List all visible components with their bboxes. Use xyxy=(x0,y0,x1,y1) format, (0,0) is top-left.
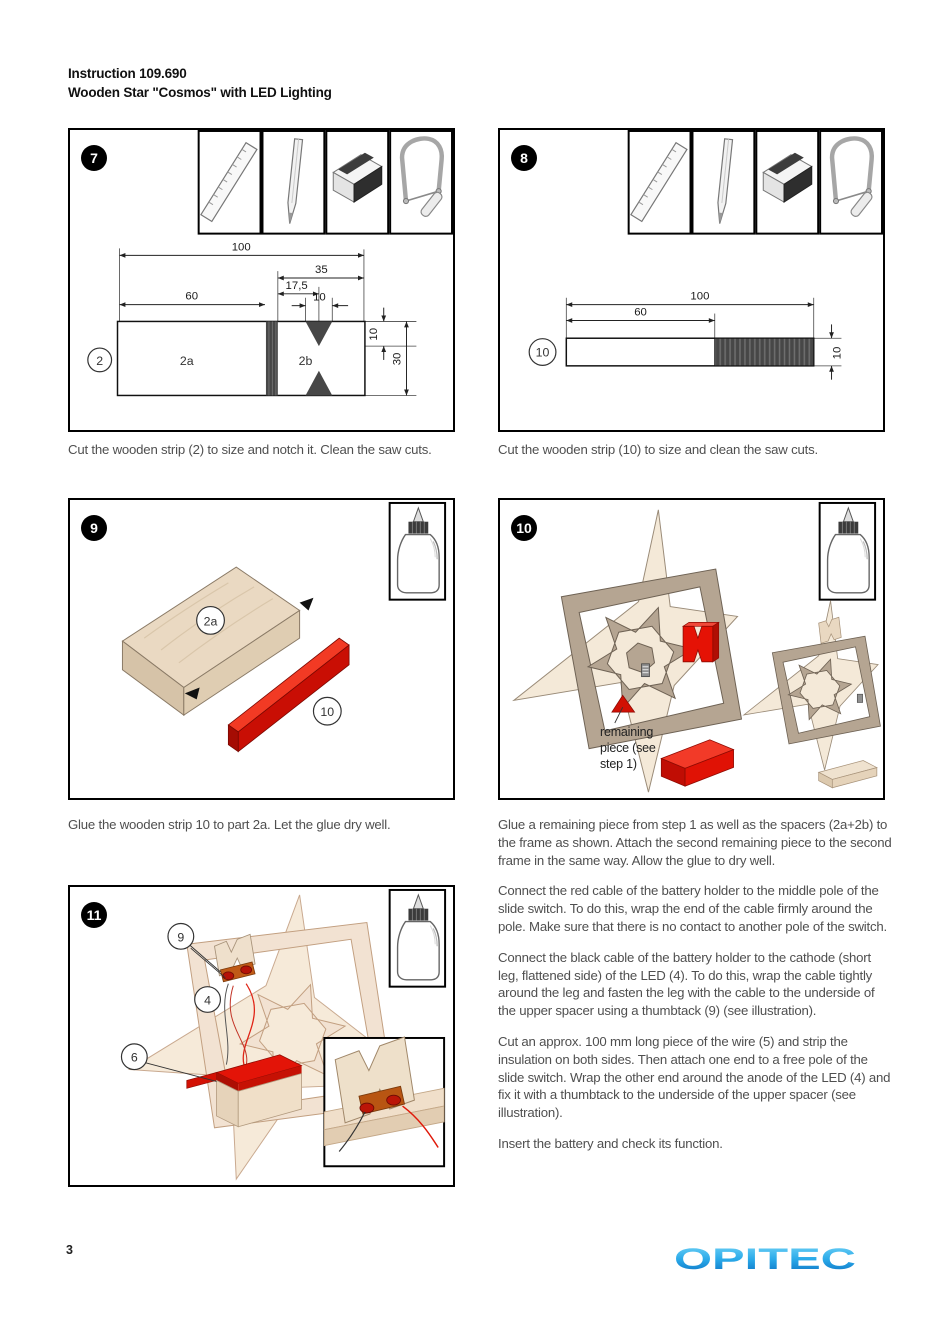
ruler-icon xyxy=(627,130,692,235)
step-number-badge: 7 xyxy=(81,145,107,171)
pencil-icon xyxy=(691,130,756,235)
step-number-badge: 9 xyxy=(81,515,107,541)
instruction-text-column: Glue a remaining piece from step 1 as we… xyxy=(498,816,892,1166)
ruler-icon xyxy=(197,130,262,235)
part-label: 2 xyxy=(96,354,103,368)
thumbtack-detail xyxy=(213,933,256,983)
second-star-frame xyxy=(742,600,881,789)
inner-star-ring xyxy=(586,606,695,710)
dim-left: 60 xyxy=(185,291,198,303)
part-label: 10 xyxy=(536,345,550,359)
red-wire xyxy=(402,1105,439,1148)
glue-bottle-icon xyxy=(388,501,447,601)
black-wire xyxy=(224,983,229,1065)
strip-part-2 xyxy=(116,320,366,397)
red-notched-spacer xyxy=(681,621,720,663)
fretsaw-icon xyxy=(390,131,452,234)
battery-holder-block xyxy=(186,1054,303,1128)
dim-total: 100 xyxy=(690,291,709,303)
step8-technical-drawing: 100 60 10 10 xyxy=(528,130,883,380)
step9-illustration: 2a 10 xyxy=(121,501,447,753)
paragraph-black-cable: Connect the black cable of the battery h… xyxy=(498,949,875,1019)
dim-notch-width: 10 xyxy=(313,292,326,304)
pencil-icon xyxy=(261,130,326,235)
brand-text: OPITEC xyxy=(674,1244,856,1274)
hatched-section xyxy=(714,337,815,367)
caption-step-9: Glue the wooden strip 10 to part 2a. Let… xyxy=(68,817,391,832)
slide-switch xyxy=(856,693,863,703)
label-circle-4 xyxy=(194,986,222,1013)
dim-left: 60 xyxy=(634,307,647,319)
dim-notch-depth: 10 xyxy=(368,328,380,341)
bottom-notch xyxy=(305,370,333,396)
sanding-block-icon xyxy=(755,130,820,235)
paragraph-glue-remaining: Glue a remaining piece from step 1 as we… xyxy=(498,817,892,868)
label-circle-2a xyxy=(196,605,225,635)
paragraph-red-cable: Connect the red cable of the battery hol… xyxy=(498,883,887,934)
step11-illustration: 9 4 6 xyxy=(120,888,447,1181)
document-header: Instruction 109.690 Wooden Star "Cosmos"… xyxy=(68,64,332,102)
caption-step-8: Cut the wooden strip (10) to size and cl… xyxy=(498,442,818,457)
sanding-block-icon xyxy=(325,130,390,235)
part-label-circle xyxy=(528,338,557,366)
detail-inset xyxy=(323,1036,446,1168)
panel-step-8: 8 100 60 xyxy=(498,128,885,432)
dim-height: 30 xyxy=(392,353,404,366)
red-strip-end xyxy=(227,724,239,753)
star-points xyxy=(127,894,426,1181)
panel-step-7: 7 100 35 xyxy=(68,128,455,432)
star-assembly xyxy=(127,894,426,1181)
section-label-2a: 2a xyxy=(180,354,194,368)
star-frame-assembly xyxy=(512,509,743,793)
label-circle-9 xyxy=(167,922,195,950)
red-remaining-piece xyxy=(611,694,636,713)
step-number-badge: 10 xyxy=(511,515,537,541)
thumbtack-label: 9 xyxy=(177,930,184,944)
led-label: 4 xyxy=(204,993,211,1007)
strip-label: 6 xyxy=(131,1051,138,1065)
part-label-circle xyxy=(87,347,113,373)
glue-bottle-icon xyxy=(388,888,447,988)
top-notch xyxy=(305,321,333,347)
wood-block-front xyxy=(183,609,301,717)
step-number-badge: 11 xyxy=(81,902,107,928)
strip-label: 10 xyxy=(320,705,334,719)
fretsaw-icon xyxy=(820,131,882,234)
wood-notched-piece xyxy=(818,616,842,644)
instruction-title: Wooden Star "Cosmos" with LED Lighting xyxy=(68,85,332,100)
block-label: 2a xyxy=(204,614,218,628)
panel-step-9: 9 2a 10 xyxy=(68,498,455,800)
label-circle-6 xyxy=(120,1043,148,1071)
opitec-logo: OPITEC xyxy=(671,1243,859,1279)
dim-notch-half: 17,5 xyxy=(286,280,308,292)
step10-illustration xyxy=(512,501,881,793)
annotation-leader xyxy=(614,707,624,724)
page-number: 3 xyxy=(66,1243,73,1257)
star-points xyxy=(512,509,739,793)
instruction-number: Instruction 109.690 xyxy=(68,66,187,81)
glue-arrow xyxy=(299,597,314,611)
panel-step-11: 11 xyxy=(68,885,455,1187)
paragraph-wire: Cut an approx. 100 mm long piece of the … xyxy=(498,1033,891,1121)
square-frame xyxy=(560,568,743,750)
caption-step-7: Cut the wooden strip (2) to size and not… xyxy=(68,442,432,457)
section-label-2b: 2b xyxy=(299,354,313,368)
dim-height: 10 xyxy=(831,347,843,360)
remaining-piece-annotation: remaining piece (see step 1) xyxy=(600,725,656,771)
dim-total: 100 xyxy=(232,241,251,253)
black-wire xyxy=(338,1111,366,1152)
dim-notch-block: 35 xyxy=(315,264,328,276)
step7-technical-drawing: 100 35 17,5 60 10 10 30 2 2a 2b xyxy=(87,130,453,397)
glue-arrow xyxy=(184,687,200,700)
red-block xyxy=(660,739,735,787)
label-circle-10 xyxy=(312,696,342,726)
paragraph-battery: Insert the battery and check its functio… xyxy=(498,1135,723,1151)
step-number-badge: 8 xyxy=(511,145,537,171)
glue-bottle-icon xyxy=(818,501,877,601)
panel-step-10: 10 xyxy=(498,498,885,800)
